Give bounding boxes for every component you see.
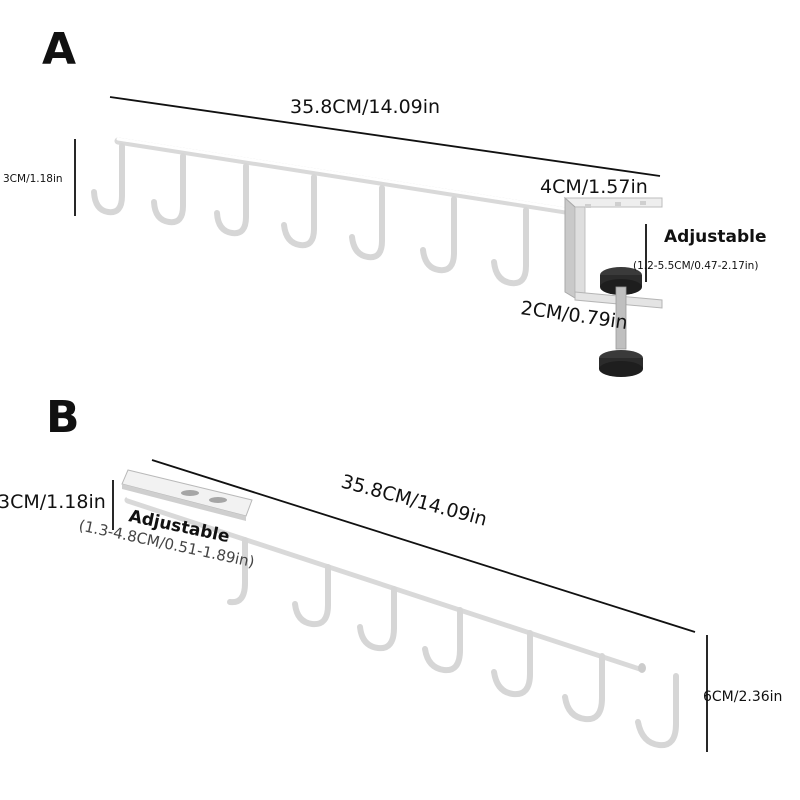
hook: [491, 630, 533, 698]
variant-b-letter: B: [46, 392, 80, 443]
variant-b-length-line: [151, 459, 696, 633]
variant-a-length-label: 35.8CM/14.09in: [290, 96, 440, 118]
variant-a-adjust-range: (1.2-5.5CM/0.47-2.17in): [633, 260, 758, 272]
variant-a-adjustable-label: Adjustable: [664, 227, 767, 247]
clamp-screw: [615, 286, 627, 350]
variant-b-hooks: [227, 537, 679, 749]
variant-a-clamp: [563, 196, 663, 377]
variant-a-rod: [114, 137, 576, 216]
variant-a-letter: A: [42, 24, 76, 75]
variant-a: A 35.8CM/14.09in 3CM/1.18in: [3, 24, 767, 377]
hook: [357, 586, 397, 652]
hook: [281, 174, 317, 249]
variant-a-height-label: 3CM/1.18in: [3, 173, 63, 185]
hook: [214, 163, 249, 237]
hook: [562, 653, 605, 723]
hook: [420, 196, 457, 274]
hook: [422, 607, 463, 674]
variant-b-hook-height-label: 6CM/2.36in: [703, 689, 782, 705]
hook: [491, 207, 529, 287]
hook: [292, 564, 331, 628]
hook: [349, 185, 385, 261]
variant-a-hooks: [91, 143, 529, 287]
variant-a-length-line: [109, 96, 661, 177]
variant-b-rod: [124, 496, 644, 672]
hook: [227, 537, 248, 606]
hook: [635, 673, 679, 749]
variant-b: B 35.8CM/14.09in 3CM/1.18in Adjusta: [0, 392, 782, 752]
hook: [91, 143, 125, 216]
variant-b-mounting-plate: [121, 469, 253, 521]
variant-a-clamp-depth-label: 4CM/1.57in: [540, 176, 648, 198]
variant-b-length-label: 35.8CM/14.09in: [339, 471, 490, 531]
variant-b-height-label: 3CM/1.18in: [0, 491, 106, 513]
hook: [151, 153, 186, 226]
